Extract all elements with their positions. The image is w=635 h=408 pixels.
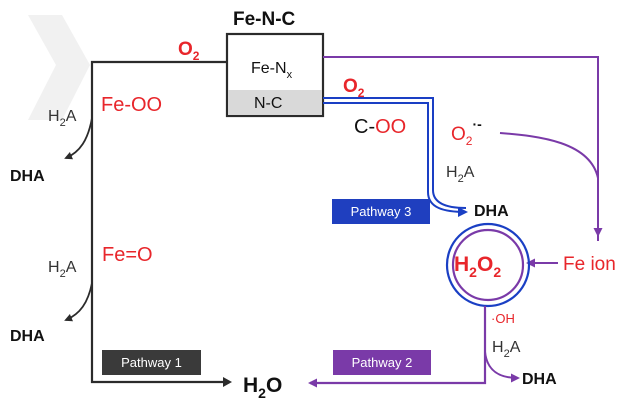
dha-label-4: DHA	[522, 371, 557, 388]
o2-left-label: O2	[178, 39, 200, 63]
h2a-to-dha-arrow-1	[64, 117, 93, 160]
pathway1-box	[102, 350, 201, 375]
oh-to-dha-arrow	[484, 351, 520, 383]
pathway1-label: Pathway 1	[121, 355, 182, 370]
dha-label-1: DHA	[10, 168, 45, 185]
h2o2-label: H2O2	[454, 253, 501, 280]
superoxide-label: O2·-	[451, 116, 482, 148]
pathway3-blue-line-inner	[323, 102, 468, 217]
h2a-label-3: H2A	[446, 164, 475, 185]
fe-ion-label: Fe ion	[563, 254, 616, 275]
dha-label-3: DHA	[474, 203, 509, 220]
h2a-to-dha-arrow-2	[64, 282, 93, 322]
pathway2-box	[333, 350, 431, 375]
h2o2-circle-inner	[451, 228, 525, 302]
pathway3-blue-line-outer	[323, 97, 467, 209]
nc-label: N-C	[254, 95, 282, 112]
pathway3-label: Pathway 3	[351, 204, 412, 219]
fe-o-label: Fe=O	[102, 244, 153, 266]
watermark-chevron	[28, 15, 90, 120]
c-oo-label: C-OO	[354, 116, 406, 138]
oh-radical-label: ·OH	[491, 311, 515, 326]
fe-oo-label: Fe-OO	[101, 94, 162, 116]
pathway1-frame-line	[90, 60, 226, 384]
superoxide-curve	[499, 132, 599, 179]
pathway1-arrowhead	[223, 377, 232, 387]
h2a-label-2: H2A	[48, 259, 77, 280]
nc-layer	[228, 90, 322, 115]
dha-label-2: DHA	[10, 328, 45, 345]
h2o-label: H2O	[243, 374, 282, 401]
o2-right-label: O2	[343, 76, 365, 100]
h2o2-circle-outer	[445, 222, 531, 308]
catalyst-title: Fe-N-C	[233, 9, 296, 30]
pathway2-label: Pathway 2	[352, 355, 413, 370]
fe-nx-label: Fe-Nx	[251, 60, 293, 81]
pathway2-purple-line	[308, 306, 487, 388]
h2a-label-1: H2A	[48, 108, 77, 129]
h2a-label-4: H2A	[492, 339, 521, 360]
pathway3-box	[332, 199, 430, 224]
